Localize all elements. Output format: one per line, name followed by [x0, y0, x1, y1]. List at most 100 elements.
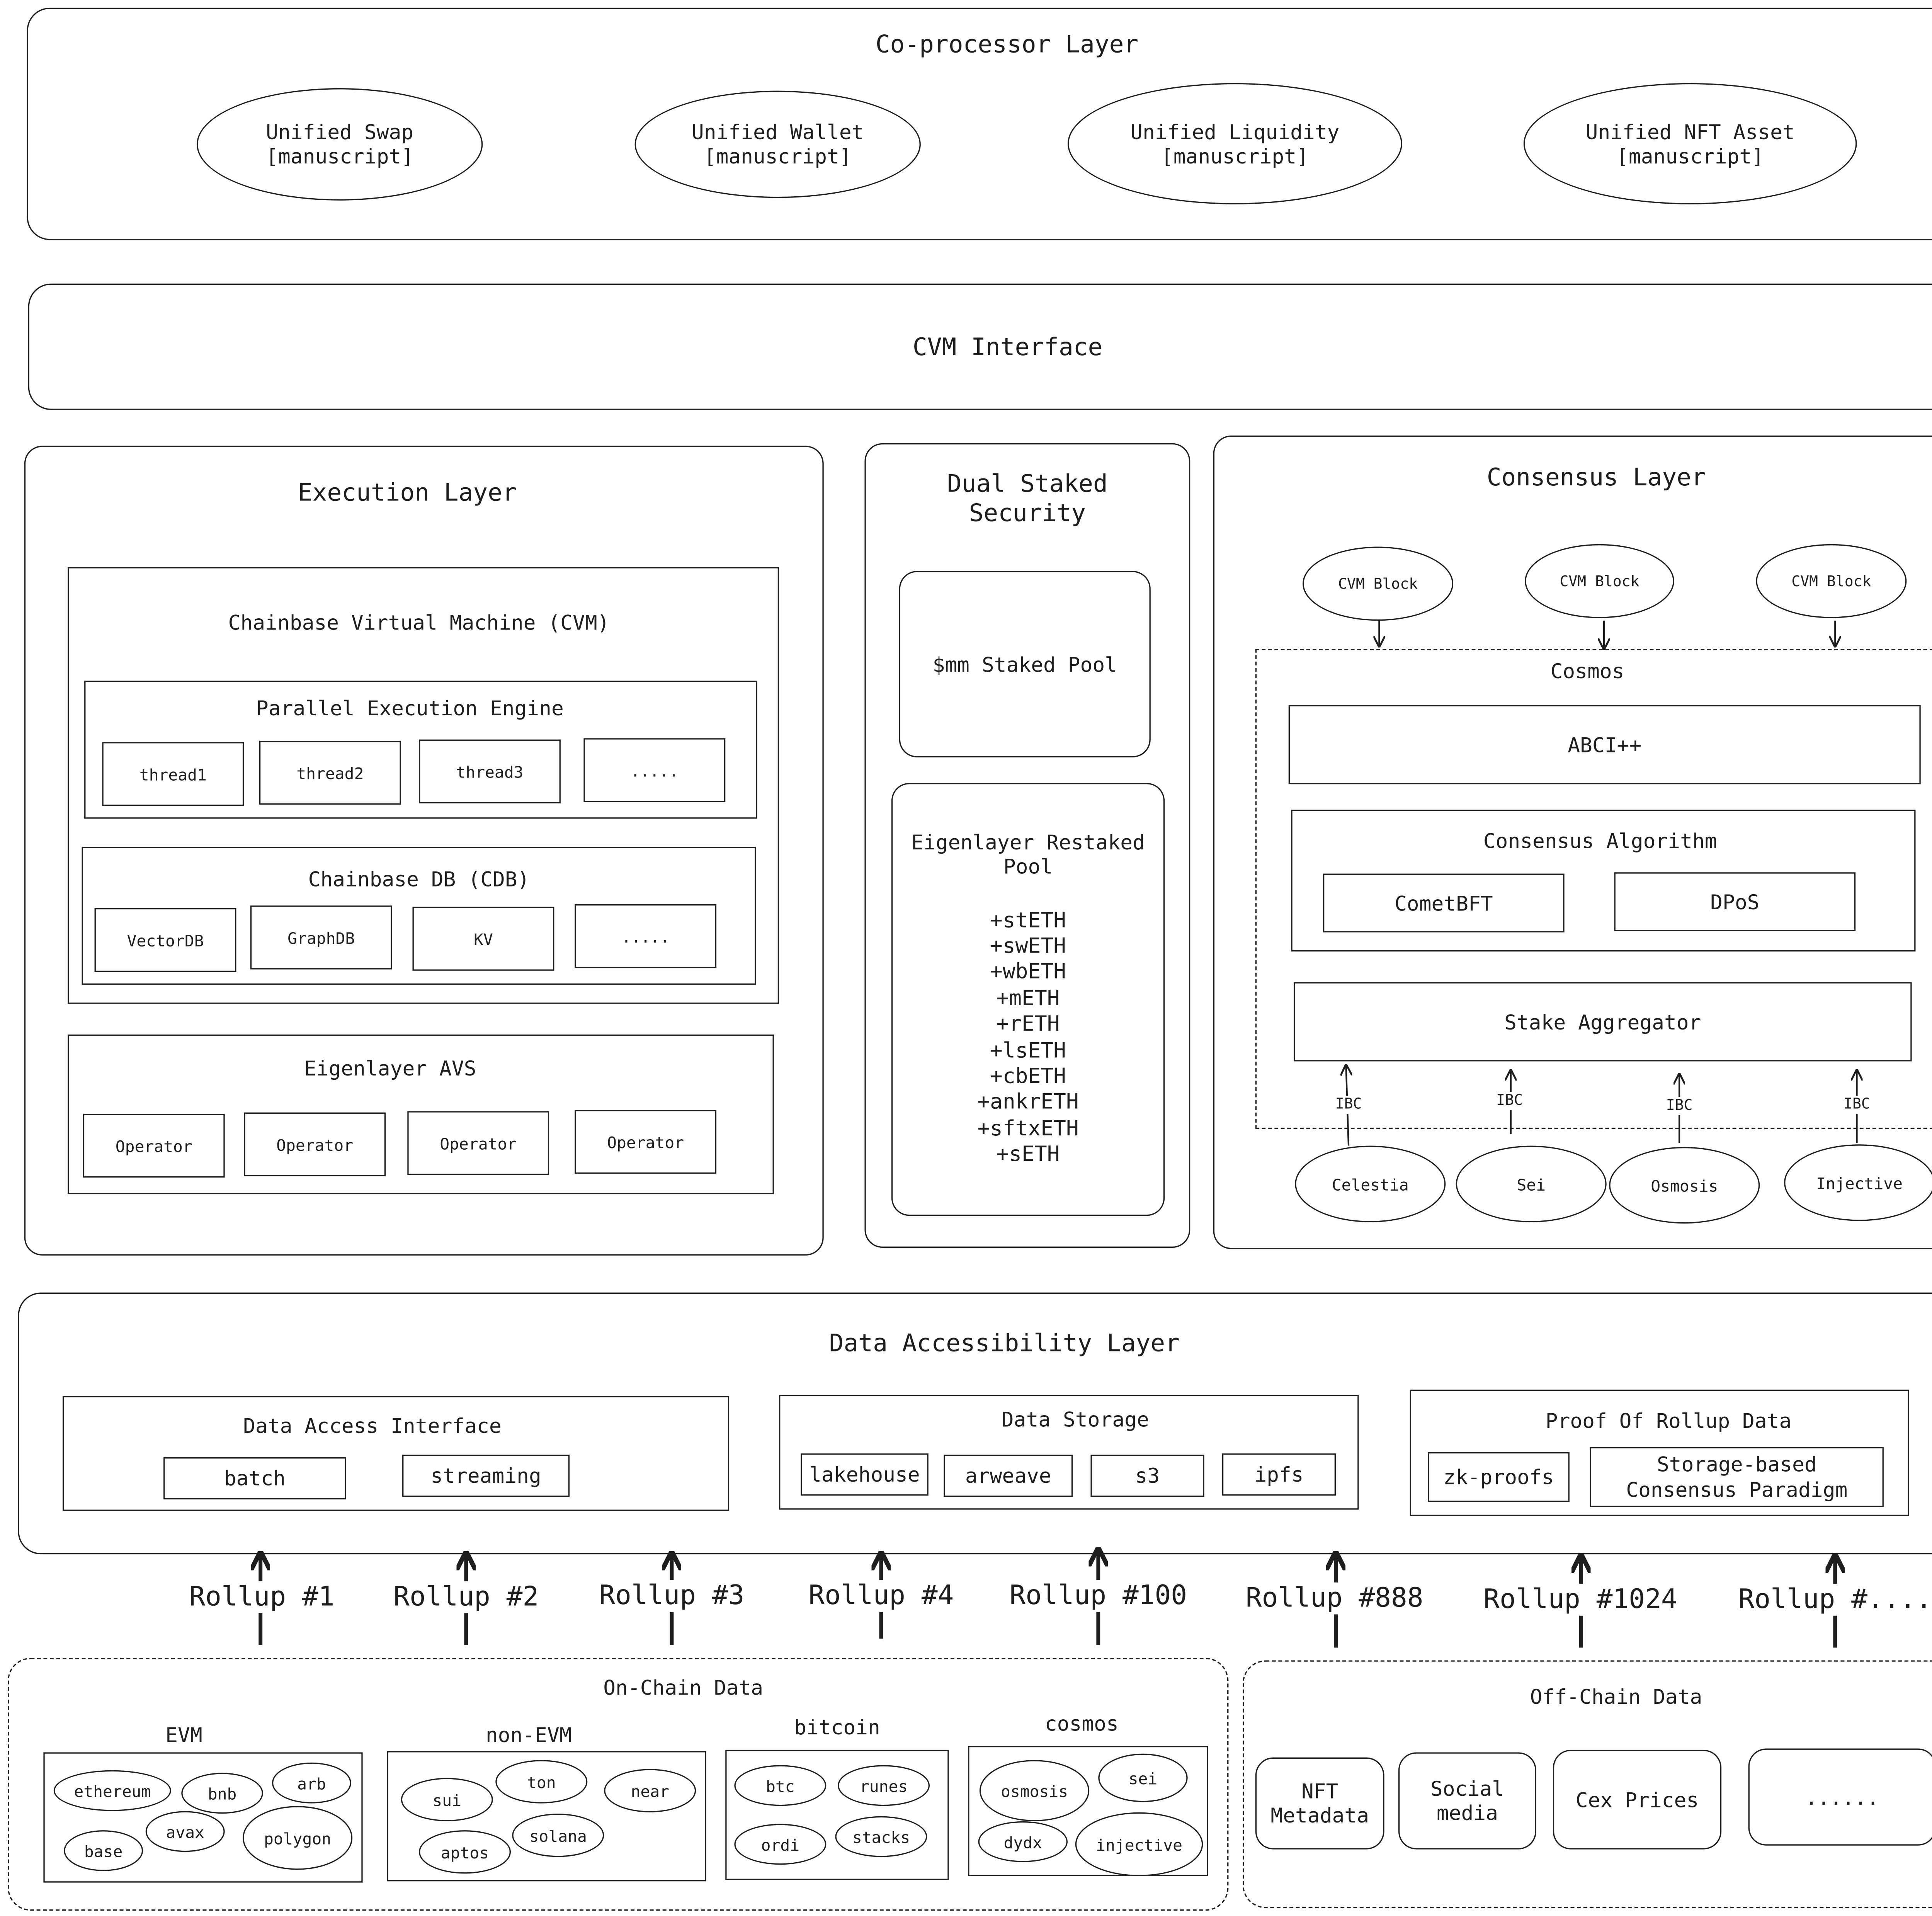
- data-access-interface-title: Data Access Interface: [243, 1414, 502, 1438]
- batch-box: batch: [163, 1457, 346, 1500]
- operator-box-2: Operator: [244, 1112, 386, 1176]
- sei-node: Sei: [1456, 1145, 1607, 1222]
- rollup-label-2: Rollup #2: [376, 1581, 556, 1613]
- cdb-title: Chainbase DB (CDB): [308, 867, 530, 892]
- chain-osmosis: osmosis: [979, 1760, 1090, 1821]
- restaked-asset-4: +mETH: [996, 986, 1060, 1011]
- operator-box-1: Operator: [83, 1113, 225, 1178]
- cosmos-boundary: [1255, 648, 1932, 1129]
- nft-metadata-box: NFT Metadata: [1255, 1757, 1384, 1850]
- restaked-asset-10: +sETH: [996, 1142, 1060, 1166]
- cex-prices-box: Cex Prices: [1553, 1749, 1722, 1850]
- restaked-asset-1: +stETH: [990, 908, 1066, 932]
- chain-ordi: ordi: [734, 1824, 827, 1865]
- rollup-label-100: Rollup #100: [996, 1580, 1201, 1612]
- vectordb-box: VectorDB: [94, 908, 236, 972]
- chain-stacks: stacks: [835, 1816, 927, 1857]
- arweave-box: arweave: [944, 1455, 1073, 1497]
- chain-ethereum: ethereum: [53, 1770, 171, 1811]
- consensus-algorithm: [1291, 810, 1916, 952]
- lakehouse-box: lakehouse: [801, 1453, 929, 1496]
- dual-staked-title: Dual Staked Security: [947, 470, 1108, 527]
- rollup-label-1: Rollup #1: [172, 1581, 351, 1613]
- chain-sui: sui: [401, 1778, 493, 1821]
- offchain-title: Off-Chain Data: [1530, 1685, 1702, 1709]
- bitcoin-group: [725, 1749, 949, 1880]
- unified-wallet-node: Unified Wallet [manuscript]: [634, 90, 921, 198]
- chain-injective: injective: [1075, 1812, 1203, 1877]
- non-evm-group-title: non-EVM: [485, 1723, 572, 1748]
- chain-near: near: [604, 1769, 696, 1812]
- operator-box-4: Operator: [575, 1110, 717, 1174]
- ibc-label-1: IBC: [1323, 1095, 1374, 1114]
- thread-more-box: .....: [583, 738, 726, 802]
- proof-title: Proof Of Rollup Data: [1545, 1409, 1792, 1433]
- streaming-box: streaming: [402, 1455, 570, 1497]
- chain-polygon: polygon: [242, 1806, 353, 1870]
- cvm-title: Chainbase Virtual Machine (CVM): [228, 610, 610, 635]
- dual-staked-security: [864, 443, 1190, 1248]
- cosmos-group: [968, 1746, 1208, 1877]
- restaked-asset-6: +lsETH: [990, 1038, 1066, 1063]
- execution-layer: [24, 446, 824, 1256]
- chain-runes: runes: [838, 1765, 930, 1806]
- chain-aptos: aptos: [419, 1830, 511, 1874]
- restaked-asset-9: +sftxETH: [977, 1116, 1079, 1141]
- data-access-interface: [62, 1396, 730, 1511]
- graphdb-box: GraphDB: [250, 905, 392, 970]
- rollup-label-4: Rollup #4: [792, 1580, 971, 1612]
- onchain-data: [7, 1657, 1229, 1911]
- ibc-label-4: IBC: [1831, 1095, 1883, 1114]
- eigenlayer-avs: [68, 1035, 774, 1195]
- data-storage: [779, 1395, 1359, 1510]
- offchain-more-box: ......: [1748, 1748, 1932, 1846]
- rollup-label-1024: Rollup #1024: [1468, 1584, 1692, 1616]
- chain-dydx: dydx: [978, 1821, 1068, 1862]
- osmosis-node: Osmosis: [1609, 1147, 1760, 1224]
- thread3-box: thread3: [419, 739, 561, 803]
- storage-consensus-box: Storage-based Consensus Paradigm: [1590, 1447, 1884, 1507]
- bitcoin-group-title: bitcoin: [794, 1715, 880, 1740]
- social-media-box: Social media: [1398, 1752, 1536, 1850]
- execution-layer-title: Execution Layer: [298, 479, 517, 507]
- rollup-label-888: Rollup #888: [1232, 1582, 1437, 1615]
- restaked-asset-7: +cbETH: [990, 1064, 1066, 1088]
- s3-box: s3: [1090, 1455, 1204, 1497]
- rollup-label-3: Rollup #3: [582, 1580, 761, 1612]
- avs-title: Eigenlayer AVS: [304, 1056, 476, 1081]
- cosmos-title: Cosmos: [1550, 659, 1624, 684]
- unified-liquidity-node: Unified Liquidity [manuscript]: [1067, 83, 1402, 204]
- chain-avax: avax: [145, 1811, 225, 1852]
- cvm-interface: CVM Interface: [28, 283, 1932, 410]
- dpos-box: DPoS: [1614, 872, 1856, 931]
- cosmos-group-title: cosmos: [1044, 1711, 1119, 1736]
- offchain-data: [1242, 1660, 1932, 1908]
- ibc-label-2: IBC: [1484, 1091, 1535, 1110]
- ibc-label-3: IBC: [1653, 1096, 1705, 1115]
- pee-title: Parallel Execution Engine: [256, 696, 564, 721]
- coprocessor-title: Co-processor Layer: [875, 31, 1139, 59]
- data-accessibility-layer: [18, 1292, 1932, 1555]
- restaked-pool-title: Eigenlayer Restaked Pool: [911, 830, 1145, 879]
- chainbase-db: [82, 847, 756, 985]
- restaked-asset-3: +wbETH: [990, 959, 1066, 984]
- unified-swap-node: Unified Swap [manuscript]: [196, 88, 483, 201]
- restaked-asset-5: +rETH: [996, 1011, 1060, 1036]
- consensus-algo-title: Consensus Algorithm: [1483, 829, 1717, 853]
- parallel-execution-engine: [84, 681, 757, 819]
- operator-box-3: Operator: [407, 1111, 549, 1175]
- non-evm-group: [387, 1751, 706, 1882]
- eigenlayer-restaked-pool: [891, 783, 1165, 1216]
- restaked-asset-2: +swETH: [990, 933, 1066, 958]
- cvm-block-2: CVM Block: [1525, 544, 1674, 618]
- proof-of-rollup-data: [1410, 1389, 1909, 1516]
- onchain-title: On-Chain Data: [603, 1676, 764, 1700]
- ipfs-box: ipfs: [1222, 1453, 1336, 1496]
- thread1-box: thread1: [102, 742, 244, 806]
- rollup-label-more: Rollup #....: [1726, 1584, 1932, 1616]
- chain-sei: sei: [1098, 1753, 1188, 1802]
- cvm-block-3: CVM Block: [1756, 544, 1907, 618]
- cvm-block-1: CVM Block: [1303, 546, 1454, 621]
- consensus-layer: [1213, 436, 1932, 1249]
